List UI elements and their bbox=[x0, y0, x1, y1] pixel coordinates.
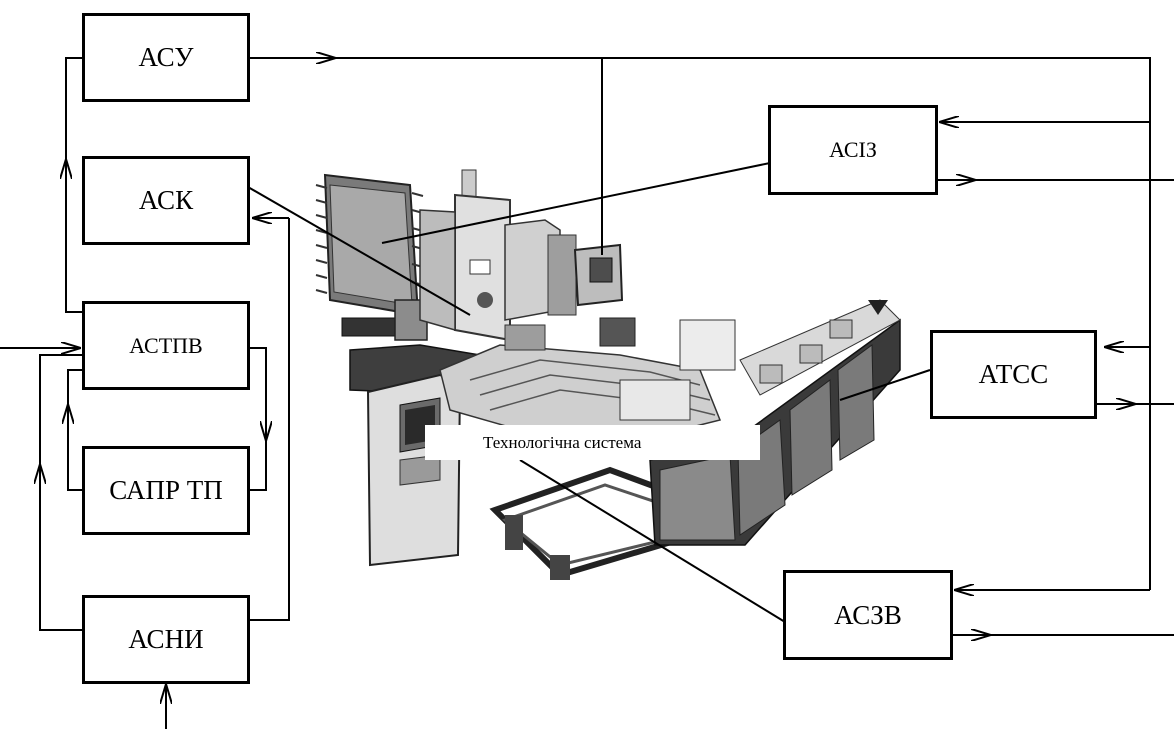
box-atss: АТСС bbox=[930, 330, 1097, 419]
cnc-console bbox=[368, 375, 460, 565]
asni-to-ask-line bbox=[248, 218, 289, 620]
sapr-to-astpv-line bbox=[68, 370, 82, 490]
box-asni-label: АСНИ bbox=[128, 624, 203, 655]
finned-panel bbox=[316, 175, 423, 315]
box-aszv: АСЗВ bbox=[783, 570, 953, 660]
box-aszv-label: АСЗВ bbox=[834, 600, 902, 631]
box-astpv-label: АСТПВ bbox=[129, 333, 202, 359]
asiz-pointer bbox=[382, 163, 770, 243]
box-ask: АСК bbox=[82, 156, 250, 245]
technological-system-caption-text: Технологічна система bbox=[483, 433, 641, 453]
astpv-to-sapr-line bbox=[248, 348, 266, 490]
asni-to-astpv-line bbox=[40, 355, 82, 630]
box-astpv: АСТПВ bbox=[82, 301, 250, 390]
control-cabinet bbox=[575, 245, 622, 305]
box-atss-label: АТСС bbox=[979, 359, 1049, 390]
box-asu-label: АСУ bbox=[139, 42, 194, 73]
machine-column bbox=[420, 170, 576, 340]
box-asiz: АСІЗ bbox=[768, 105, 938, 195]
technological-system-illustration bbox=[316, 170, 900, 580]
box-ask-label: АСК bbox=[139, 185, 193, 216]
technological-system-caption: Технологічна система bbox=[425, 425, 760, 460]
astpv-to-asu-link bbox=[66, 58, 82, 312]
box-sapr-tp: САПР ТП bbox=[82, 446, 250, 535]
box-asiz-label: АСІЗ bbox=[829, 137, 877, 163]
box-asu: АСУ bbox=[82, 13, 250, 102]
box-sapr-tp-label: САПР ТП bbox=[109, 475, 222, 506]
box-asni: АСНИ bbox=[82, 595, 250, 684]
